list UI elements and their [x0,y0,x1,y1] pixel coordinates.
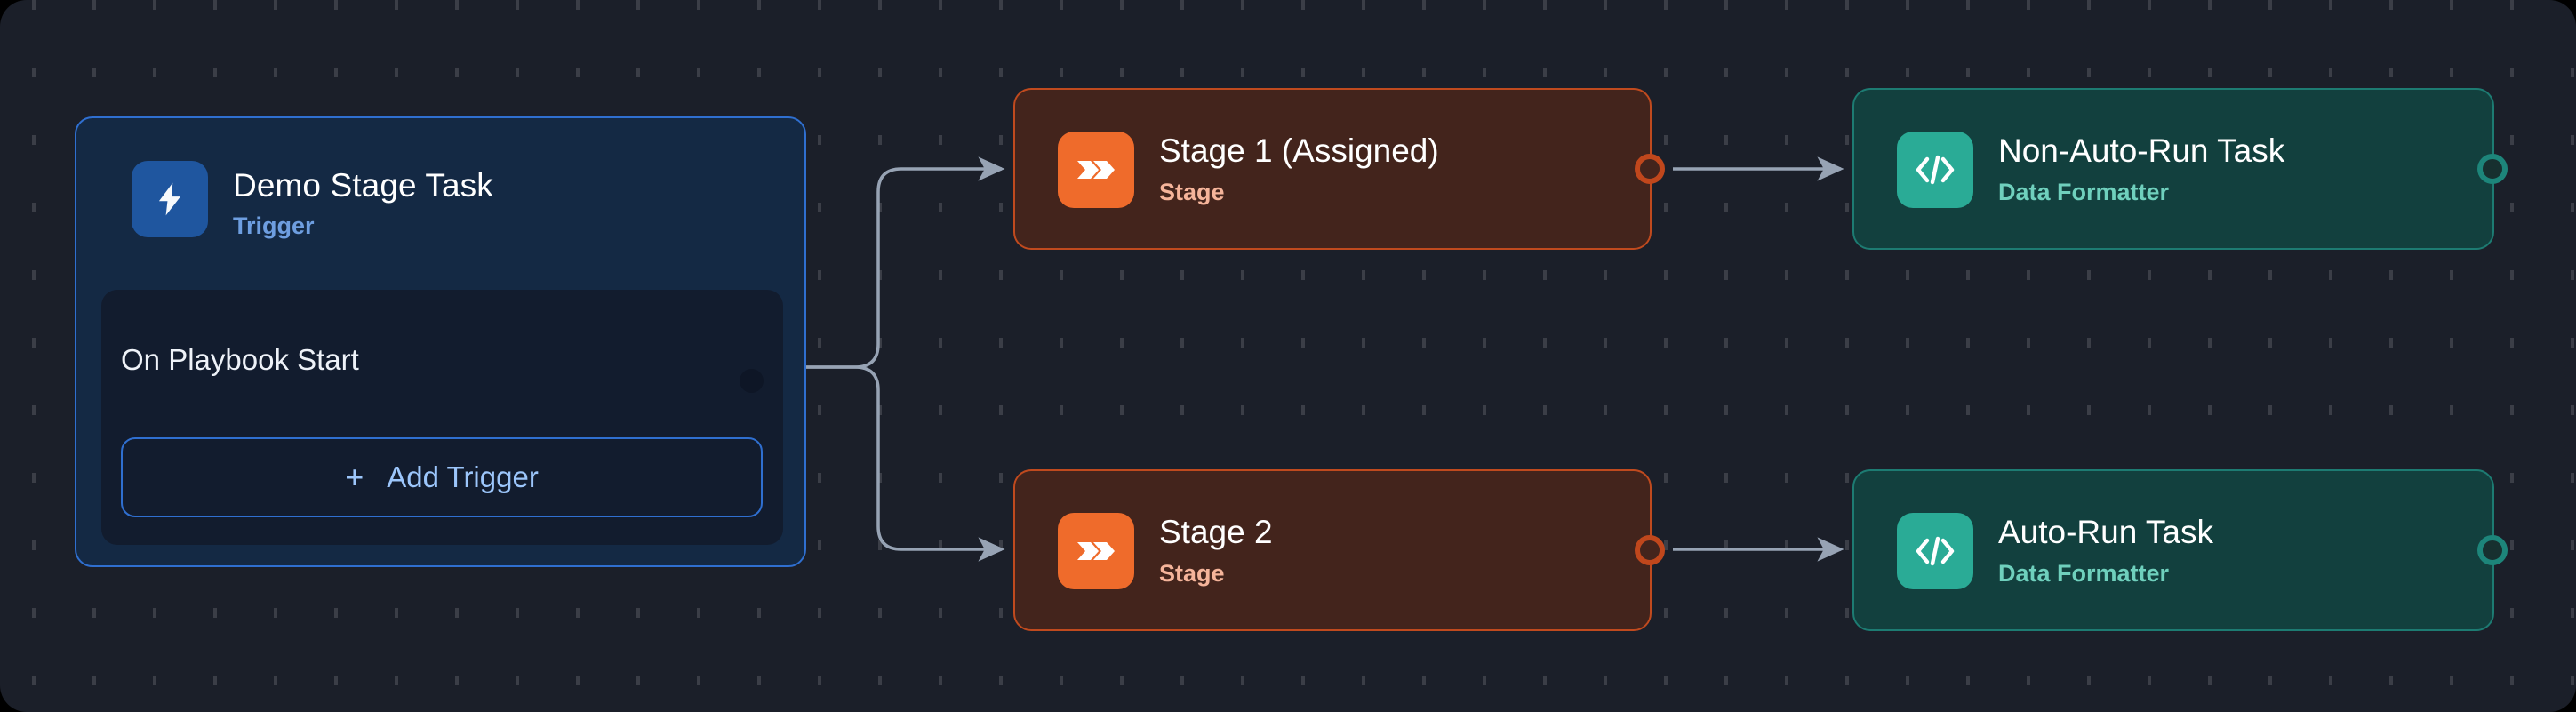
trigger-inner-panel[interactable]: On Playbook Start + Add Trigger [101,290,783,545]
task-2-output-port[interactable] [2477,535,2508,565]
stage-node-1[interactable]: Stage 1 (Assigned) Stage [1013,88,1665,250]
stage-1-titles: Stage 1 (Assigned) Stage [1159,132,1439,206]
stage-1-body: Stage 1 (Assigned) Stage [1058,132,1439,208]
task-2-body: Auto-Run Task Data Formatter [1897,513,2213,589]
task-1-title: Non-Auto-Run Task [1998,132,2285,169]
task-2-titles: Auto-Run Task Data Formatter [1998,513,2213,588]
stage-2-subtitle: Stage [1159,559,1225,587]
task-2-subtitle: Data Formatter [1998,559,2170,587]
task-2-title: Auto-Run Task [1998,514,2213,550]
code-brackets-icon [1897,132,1973,208]
task-1-output-port[interactable] [2477,154,2508,184]
task-node-non-auto-run[interactable]: Non-Auto-Run Task Data Formatter [1852,88,2508,250]
add-trigger-label: Add Trigger [387,460,539,493]
stage-2-output-port[interactable] [1635,535,1665,565]
code-brackets-icon [1897,513,1973,589]
stage-1-title: Stage 1 (Assigned) [1159,132,1439,169]
trigger-title-block: Demo Stage Task Trigger [233,161,493,240]
add-trigger-button[interactable]: + Add Trigger [121,437,763,517]
plus-icon: + [345,459,364,495]
task-1-subtitle: Data Formatter [1998,178,2170,205]
task-1-body: Non-Auto-Run Task Data Formatter [1897,132,2284,208]
double-chevron-right-icon [1058,513,1134,589]
playbook-start-label: On Playbook Start [121,343,359,376]
task-node-auto-run[interactable]: Auto-Run Task Data Formatter [1852,469,2508,631]
stage-node-2[interactable]: Stage 2 Stage [1013,469,1665,631]
trigger-header: Demo Stage Task Trigger [132,161,493,240]
stage-2-titles: Stage 2 Stage [1159,513,1273,588]
stage-1-output-port[interactable] [1635,154,1665,184]
double-chevron-right-icon [1058,132,1134,208]
task-1-titles: Non-Auto-Run Task Data Formatter [1998,132,2284,206]
trigger-group-node[interactable]: Demo Stage Task Trigger On Playbook Star… [75,116,806,567]
trigger-title: Demo Stage Task [233,167,493,204]
trigger-output-port[interactable] [740,369,764,393]
lightning-bolt-icon [132,161,208,237]
stage-1-subtitle: Stage [1159,178,1225,205]
stage-2-body: Stage 2 Stage [1058,513,1273,589]
trigger-subtitle: Trigger [233,212,315,239]
stage-2-title: Stage 2 [1159,514,1273,550]
